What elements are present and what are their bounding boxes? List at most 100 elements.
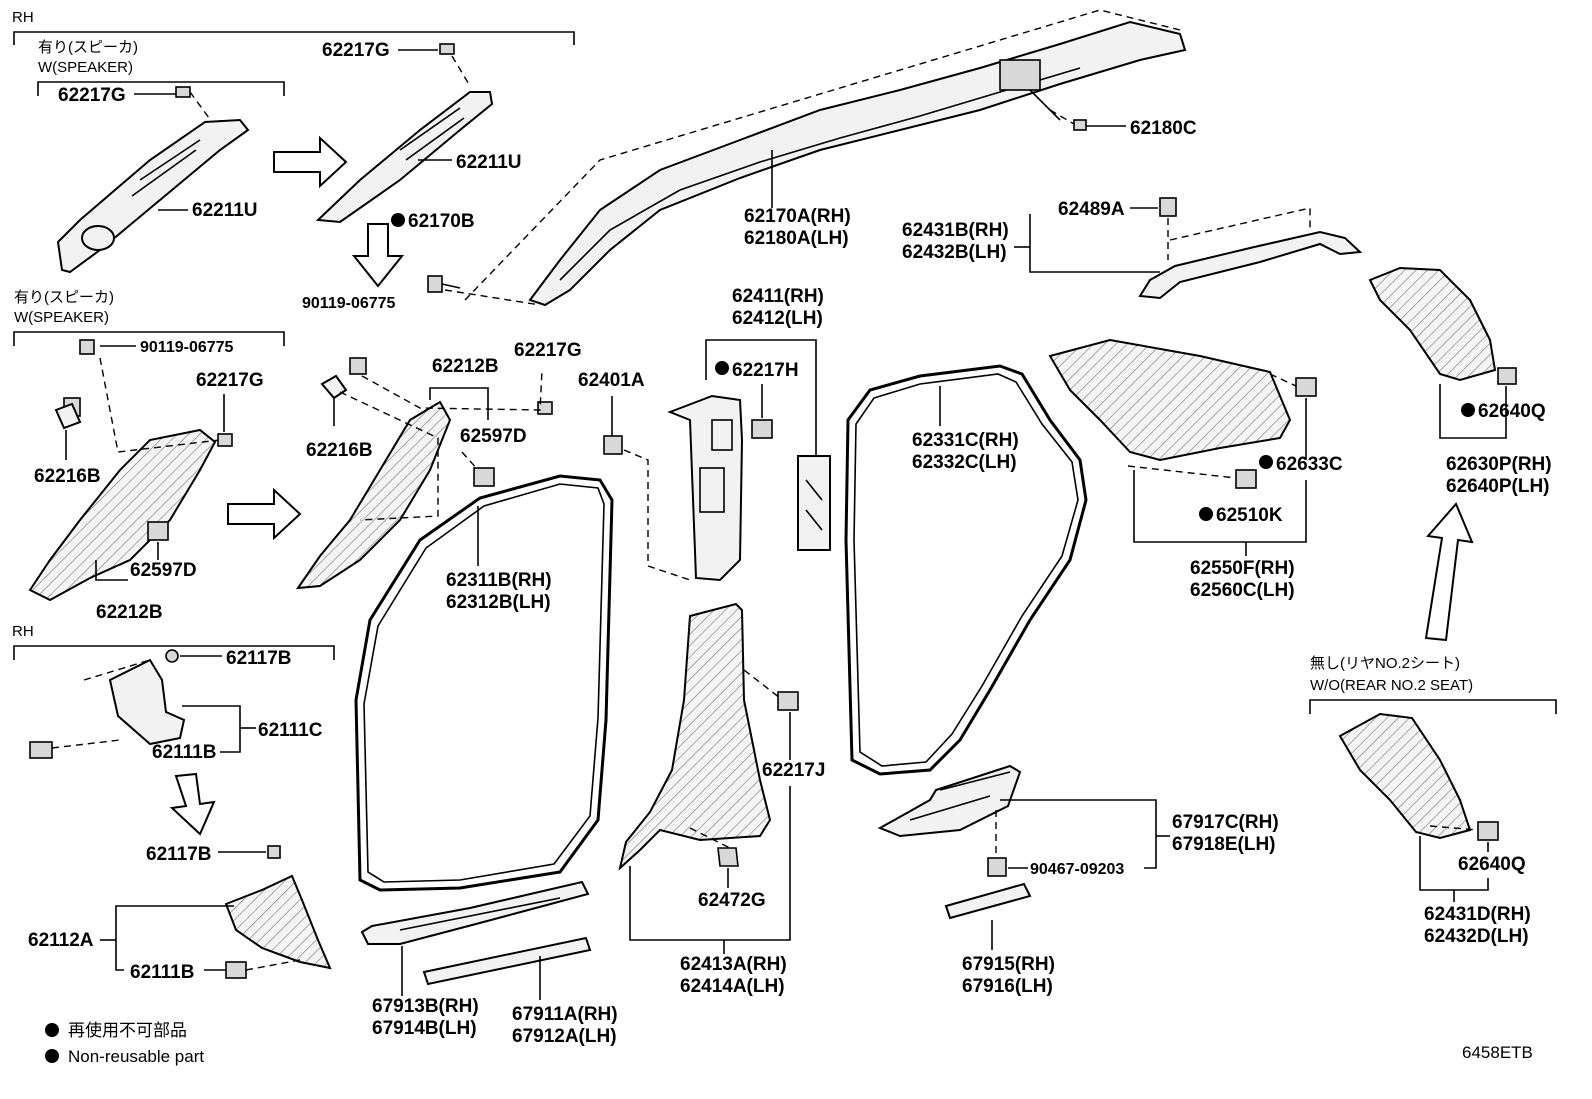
non-reusable-dot-62510k [1199,507,1213,521]
label-62217h: 62217H [732,360,799,381]
bracket-w-speaker-1 [37,81,285,96]
label-62597d-a: 62597D [130,560,197,581]
dash-62217g-a [189,91,213,123]
label-62550f-rh: 62550F(RH) [1190,558,1295,579]
label-62432b-lh: 62432B(LH) [902,242,1007,263]
label-62312b-lh: 62312B(LH) [446,592,551,613]
leader-62630p [1439,384,1507,439]
label-62111c: 62111C [258,720,323,741]
arrow-down-cowl-icon [169,772,216,836]
label-90467-09203: 90467-09203 [1030,861,1124,878]
door-weatherstrip-front-part [354,474,614,892]
label-62597d-b: 62597D [460,426,527,447]
wo-rear-seat-jp: 無し(リヤNO.2シート) [1310,655,1460,672]
label-67911a-rh: 67911A(RH) [512,1004,618,1025]
label-62180a-lh: 62180A(LH) [744,228,849,249]
label-62413a-rh: 62413A(RH) [680,954,787,975]
leader-62550f [1133,470,1307,543]
a-pillar-lower-part [295,357,553,590]
dash-62510k [1127,465,1237,479]
label-67914b-lh: 67914B(LH) [372,1018,477,1039]
clip-62217g-c-part [217,433,233,447]
label-62111b-b: 62111B [130,962,194,983]
a-pillar-lower-speaker-part [28,397,217,602]
clip-62401a-part [603,435,623,455]
label-62472g: 62472G [698,890,766,911]
cowl-side-lower-part [224,845,332,979]
dash-roof-lower [444,289,541,306]
bracket-rh-top [13,31,575,45]
label-62431b-rh: 62431B(RH) [902,220,1009,241]
leader-67917c [1000,799,1157,869]
label-62630p-rh: 62630P(RH) [1446,454,1552,475]
quarter-trim-upper-part [1138,197,1363,300]
dash-62401a [623,449,691,581]
label-62211u-a: 62211U [192,200,258,221]
label-62217g-a: 62217G [58,85,126,106]
label-62216b-b: 62216B [306,440,373,461]
wo-rear-seat-en: W/O(REAR NO.2 SEAT) [1310,677,1473,694]
non-reusable-dot-62640q-a [1461,403,1475,417]
label-62411-rh: 62411(RH) [732,286,824,307]
label-67912a-lh: 67912A(LH) [512,1026,617,1047]
label-62640q-b: 62640Q [1458,854,1526,875]
dash-62217g-b [451,55,471,87]
label-90119-06775-a: 90119-06775 [302,295,396,312]
dash-62217g-d [361,369,543,411]
label-62170b: 62170B [408,211,475,232]
dash-quarter-upper [1169,207,1311,241]
leader-62111c [182,705,241,753]
label-62510k: 62510K [1216,505,1283,526]
label-62414a-lh: 62414A(LH) [680,976,785,997]
label-62489a: 62489A [1058,199,1125,220]
screw-90119-b-part [79,339,95,355]
w-speaker-jp-2: 有り(スピーカ) [14,289,114,306]
label-67916-lh: 67916(LH) [962,976,1053,997]
label-62640p-lh: 62640P(LH) [1446,476,1550,497]
non-reusable-dot-62170b [391,213,405,227]
w-speaker-jp-1: 有り(スピーカ) [38,39,138,56]
roof-side-rail-part [528,20,1187,307]
label-62216b-a: 62216B [34,466,101,487]
label-62212b-a: 62212B [96,602,163,623]
dash-62633c-a [1269,373,1297,387]
leader-62411 [705,339,817,456]
front-scuff-plate-sub-part [422,936,592,986]
legend-dot-jp [45,1023,59,1037]
center-pillar-speaker-part [797,455,831,551]
label-62211u-b: 62211U [456,152,522,173]
label-62117b-b: 62117B [146,844,212,865]
non-reusable-dot-62633c [1259,455,1273,469]
clip-62217h-part [751,419,773,439]
dash-62597d-b [461,451,479,471]
leader-62431b [1029,214,1160,273]
dash-roof-upper [464,9,1181,301]
label-62117b-a: 62117B [226,648,292,669]
label-62217j: 62217J [762,760,825,781]
bracket-rh-mid [13,645,335,660]
leader-62212b-a [95,560,128,581]
w-speaker-en-1: W(SPEAKER) [38,59,133,76]
door-weatherstrip-rear-part [844,364,1088,776]
arrow-right-mid-icon [227,487,302,541]
legend-jp: 再使用不可部品 [68,1020,187,1040]
bracket-w-speaker-2 [13,331,285,346]
dash-62217j [743,669,781,699]
leader-62212b-b [429,387,489,420]
label-62331c-rh: 62331C(RH) [912,430,1019,451]
rear-scuff-plate-sub-part [944,882,1032,920]
w-speaker-en-2: W(SPEAKER) [14,309,109,326]
arrow-down-icon [351,223,405,288]
label-67915-rh: 67915(RH) [962,954,1055,975]
leader-62112a [115,905,234,971]
label-62401a: 62401A [578,370,645,391]
section-rh-top: RH [12,9,34,26]
dash-62111b-b [245,959,301,971]
label-90119-06775-b: 90119-06775 [140,339,234,356]
label-62217g-c: 62217G [196,370,264,391]
front-scuff-plate-part [360,880,590,945]
label-62212b-b: 62212B [432,356,499,377]
bracket-wo-rear-seat [1309,699,1557,714]
center-pillar-lower-part [618,602,799,871]
